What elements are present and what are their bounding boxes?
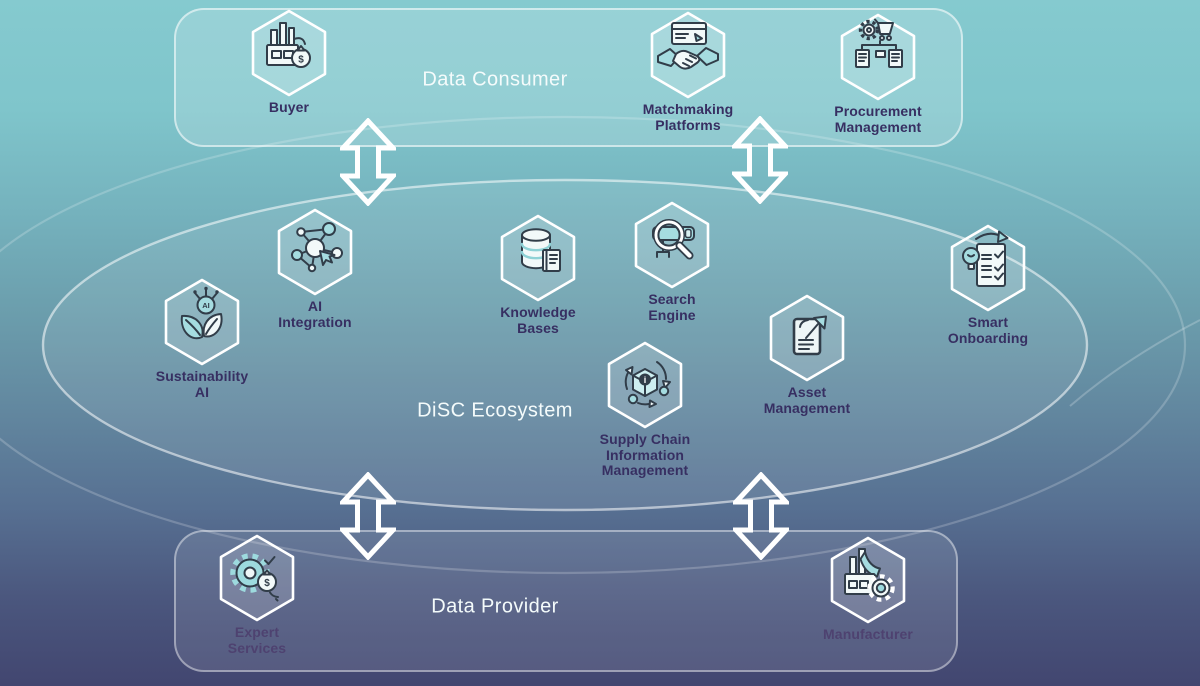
dollar-glyph: $ <box>264 578 270 589</box>
node-label: Knowledge Bases <box>500 304 576 336</box>
node-asset-management: Asset Management <box>764 294 850 416</box>
node-procurement-management: Procurement Management <box>834 13 922 135</box>
bidirectional-arrow-icon <box>340 118 396 206</box>
node-label: Procurement Management <box>834 103 922 135</box>
bidirectional-arrow-icon <box>340 472 396 560</box>
node-label: Manufacturer <box>823 626 913 642</box>
leaves-ai-chip-icon: AI <box>164 278 240 366</box>
gear-money-icon: $ <box>219 534 295 622</box>
data-provider-band <box>174 530 958 672</box>
factory-gear-icon <box>830 536 906 624</box>
node-ai-integration: AI Integration <box>275 208 355 330</box>
node-search-engine: Search Engine <box>632 201 712 323</box>
dollar-glyph: $ <box>298 55 304 66</box>
bidirectional-arrow-icon <box>733 472 789 560</box>
checklist-bulb-icon <box>950 224 1026 312</box>
ecosystem-ellipse <box>41 178 1089 512</box>
document-arrow-icon <box>769 294 845 382</box>
bidirectional-arrow-icon <box>732 116 788 204</box>
node-manufacturer: Manufacturer <box>823 536 913 643</box>
node-label: Asset Management <box>763 384 851 416</box>
node-expert-services: $ Expert Services <box>217 534 297 656</box>
node-smart-onboarding: Smart Onboarding <box>948 224 1028 346</box>
info-glyph: i <box>644 375 647 385</box>
node-sustainability-ai: AI Sustainability AI <box>156 278 248 400</box>
node-label: Matchmaking Platforms <box>642 101 734 133</box>
node-supply-chain-information-management: i Supply Chain Information Management <box>600 341 690 479</box>
network-cursor-icon <box>277 208 353 296</box>
node-label: Sustainability AI <box>155 368 249 400</box>
node-buyer: $ Buyer <box>249 9 329 116</box>
provider-band-title: Data Provider <box>431 595 559 618</box>
node-label: Expert Services <box>227 624 287 656</box>
decor-arc <box>1069 319 1200 407</box>
node-label: Buyer <box>268 99 310 115</box>
cube-info-cycle-icon: i <box>607 341 683 429</box>
node-matchmaking-platforms: Matchmaking Platforms <box>643 11 733 133</box>
factory-money-icon: $ <box>251 9 327 97</box>
node-label: Search Engine <box>648 291 696 323</box>
cart-gear-flowchart-icon <box>840 13 916 101</box>
handshake-browser-icon <box>650 11 726 99</box>
ecosystem-title: DiSC Ecosystem <box>417 399 573 422</box>
node-knowledge-bases: Knowledge Bases <box>498 214 578 336</box>
node-label: Supply Chain Information Management <box>599 431 691 478</box>
ai-glyph: AI <box>202 301 210 310</box>
node-label: Smart Onboarding <box>947 314 1029 346</box>
node-label: AI Integration <box>278 298 352 330</box>
consumer-band-title: Data Consumer <box>422 68 568 91</box>
database-book-icon <box>500 214 576 302</box>
data-consumer-band <box>174 8 963 147</box>
magnifier-searchbar-icon <box>634 201 710 289</box>
ecosystem-echo-ring <box>0 115 1186 575</box>
